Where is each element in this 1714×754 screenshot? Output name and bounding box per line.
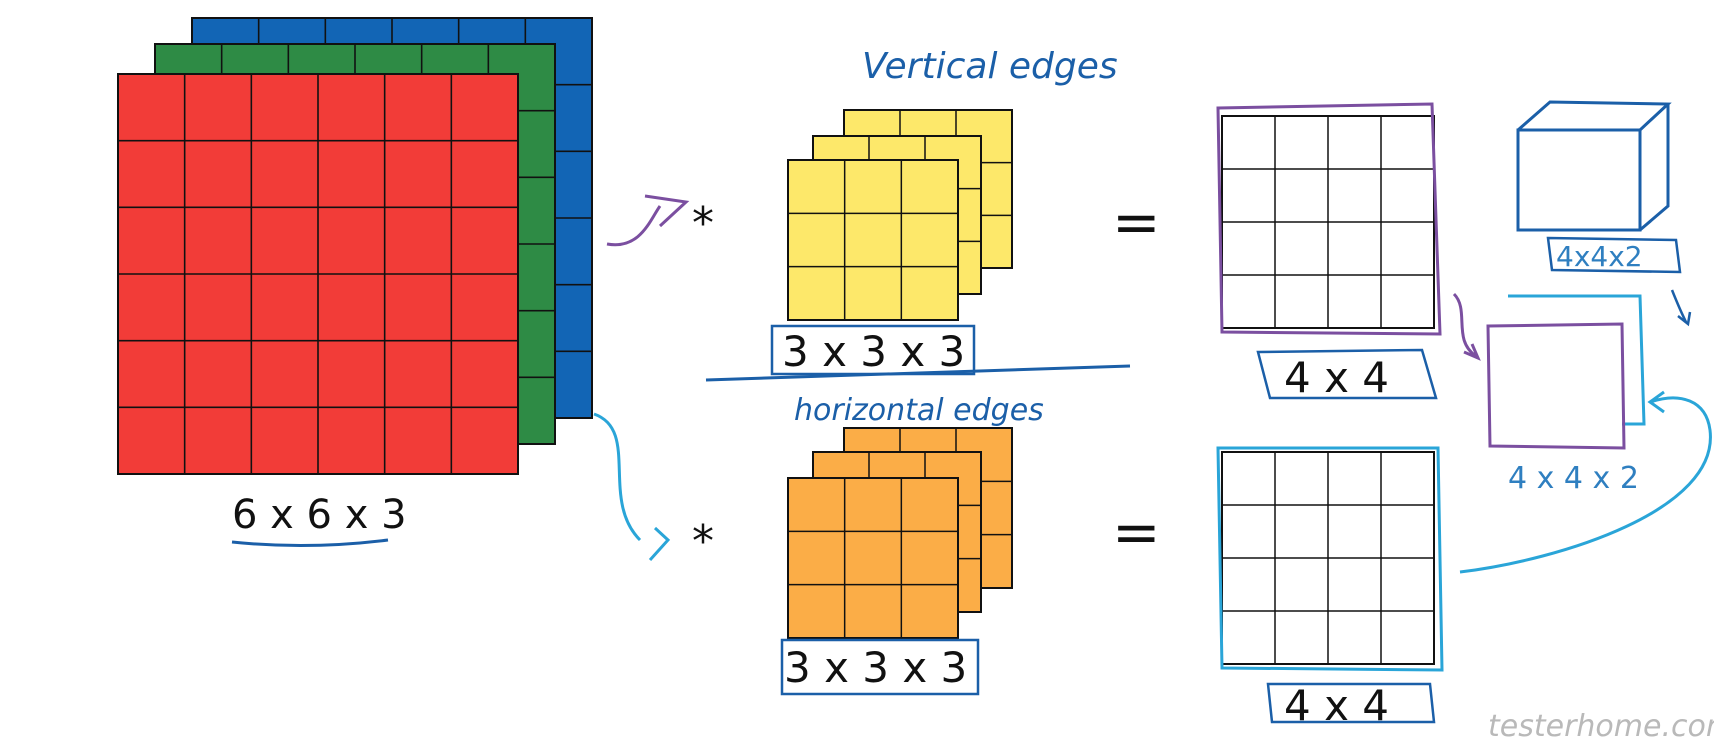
filter1-annotation: Vertical edges [862, 46, 1118, 87]
arrow-label-to-volume [1670, 289, 1692, 327]
input-volume [117, 17, 593, 475]
arrow-output1-to-stack [1452, 292, 1481, 361]
input-dims-underline [231, 538, 389, 548]
filter1-layer-front [787, 159, 959, 321]
filter1-volume [787, 109, 1013, 321]
output2-dims-label: 4 x 4 [1284, 681, 1389, 730]
filter2-label-box [780, 638, 980, 696]
equals-operator-1: = [1112, 188, 1161, 256]
output2-label-box [1266, 682, 1436, 724]
stacked-back-layer [1508, 294, 1646, 426]
output2-grid [1216, 446, 1444, 672]
arrow-to-filter1 [606, 194, 690, 247]
stacked-output-volume [1486, 294, 1646, 450]
filter2-layer-front [787, 477, 959, 639]
volume-top-label-box [1546, 236, 1682, 274]
input-layer-red [117, 73, 519, 475]
filter2-dims-label: 3 x 3 x 3 [784, 643, 967, 692]
volume-top-label: 4x4x2 [1556, 240, 1643, 273]
arrow-to-filter2 [593, 412, 671, 562]
divider-line [705, 364, 1131, 382]
convolve-operator-1: * [692, 198, 714, 249]
volume-bottom-label: 4 x 4 x 2 [1508, 461, 1639, 496]
output1-purple-outline [1216, 102, 1442, 336]
filter2-volume [787, 427, 1013, 639]
output2-blue-outline [1216, 446, 1444, 672]
output1-grid [1216, 102, 1442, 336]
filter1-dims-label: 3 x 3 x 3 [782, 327, 965, 376]
output1-dims-label: 4 x 4 [1284, 353, 1389, 402]
output-cube-sketch [1516, 100, 1672, 232]
output1-label-box [1256, 348, 1438, 400]
filter2-annotation: horizontal edges [794, 393, 1044, 428]
input-dims-label: 6 x 6 x 3 [232, 492, 407, 538]
arrow-output2-to-stack [1459, 390, 1712, 574]
stacked-front-layer [1486, 322, 1626, 450]
equals-operator-2: = [1112, 498, 1161, 566]
convolve-operator-2: * [692, 516, 714, 567]
watermark: testerhome.com [1488, 709, 1714, 744]
